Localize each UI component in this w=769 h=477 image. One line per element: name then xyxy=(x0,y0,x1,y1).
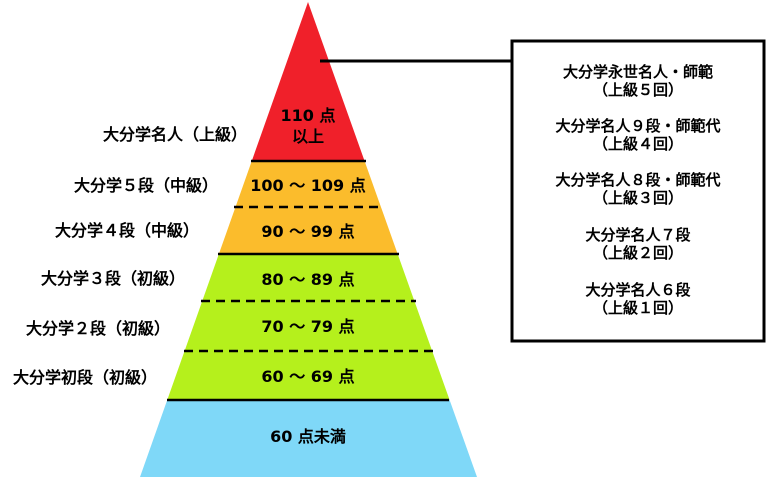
tier-5-score: 70 〜 79 点 xyxy=(261,317,354,336)
callout-entry-4-level: （上級２回） xyxy=(593,244,683,262)
band-blue xyxy=(140,400,477,477)
tier-6-score: 60 〜 69 点 xyxy=(261,367,354,386)
tier-2-score: 100 〜 109 点 xyxy=(250,176,366,195)
tier-1-score-line2: 以上 xyxy=(292,127,324,146)
callout-entry-5-title: 大分学名人６段 xyxy=(585,281,690,299)
tier-3-score: 90 〜 99 点 xyxy=(261,222,354,241)
tier-1-rank: 大分学名人（上級） xyxy=(103,125,247,144)
callout-entry-3-level: （上級３回） xyxy=(593,189,683,207)
callout-entry-3-title: 大分学名人８段・師範代 xyxy=(555,171,720,189)
tier-2-rank: 大分学５段（中級） xyxy=(74,176,218,195)
callout-entry-1-level: （上級５回） xyxy=(593,81,683,99)
tier-4-rank: 大分学３段（初級） xyxy=(41,269,185,288)
callout-entry-5-level: （上級１回） xyxy=(593,299,683,317)
tier-6-rank: 大分学初段（初級） xyxy=(13,368,157,387)
tier-7-score: 60 点未満 xyxy=(270,427,346,446)
callout-entry-2-title: 大分学名人９段・師範代 xyxy=(555,117,720,135)
callout-entry-4-title: 大分学名人７段 xyxy=(585,226,690,244)
callout-entry-2-level: （上級４回） xyxy=(593,135,683,153)
callout-entry-1-title: 大分学永世名人・師範 xyxy=(563,63,713,81)
tier-3-rank: 大分学４段（中級） xyxy=(55,221,199,240)
callout-box xyxy=(510,39,766,343)
tier-5-rank: 大分学２段（初級） xyxy=(26,319,170,338)
tier-4-score: 80 〜 89 点 xyxy=(261,270,354,289)
tier-1-score-line1: 110 点 xyxy=(281,106,336,125)
